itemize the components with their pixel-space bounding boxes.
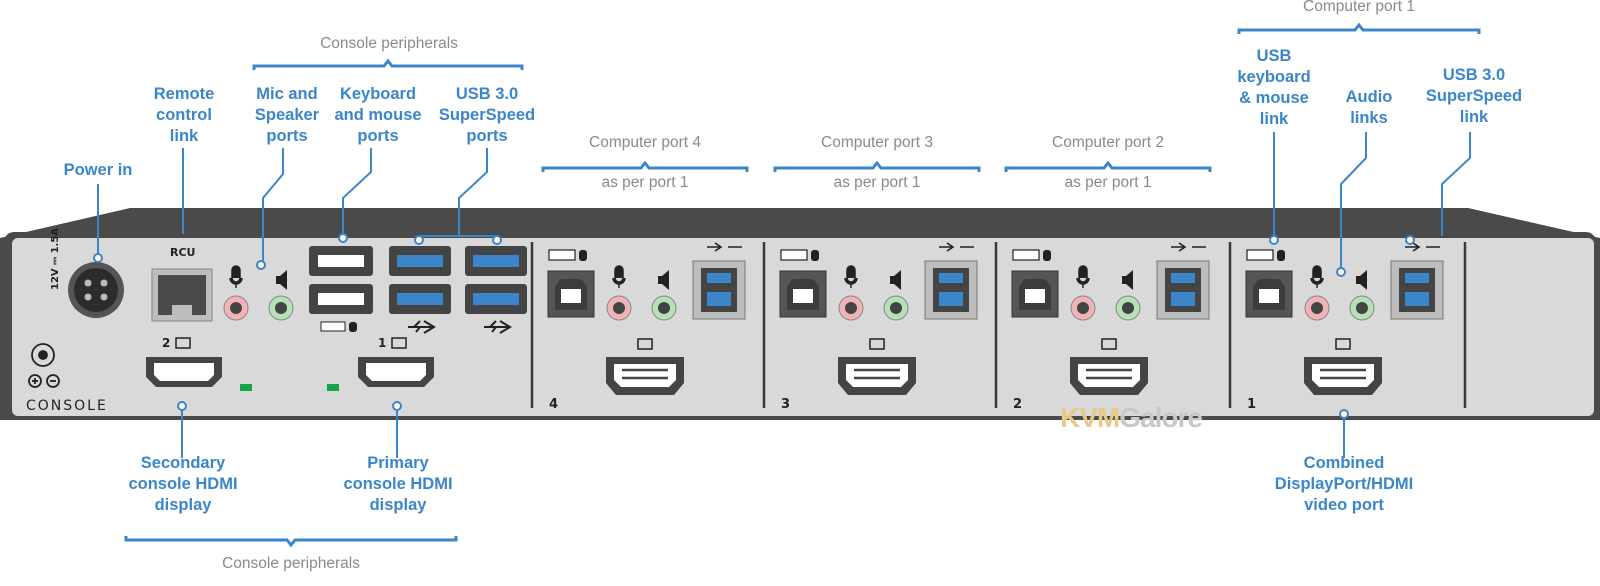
brackets: [124, 22, 1481, 548]
port-number-3: 3: [781, 397, 791, 412]
polarity-icon: [28, 343, 60, 388]
watermark: KVMGalore: [1060, 402, 1203, 434]
as-per-port1-label-2: as per port 1: [1064, 174, 1152, 191]
console-peripherals-bottom-label: Console peripherals: [222, 555, 360, 572]
computer-port-sections: [547, 242, 1444, 395]
power-in-callout: Power in: [63, 161, 133, 179]
computer-port-section: [547, 242, 746, 395]
port-number-4: 4: [549, 397, 559, 412]
audio-links-callout: Audio links: [1345, 88, 1393, 127]
watermark-part2: Galore: [1119, 402, 1203, 433]
console-usb3-ports: [389, 246, 527, 334]
display-2-number: 2: [162, 336, 171, 350]
combined-video-callout: Combined DisplayPort/HDMI video port: [1274, 454, 1414, 514]
usb-keyboard-mouse-link-callout: USB keyboard & mouse link: [1237, 47, 1311, 128]
rcu-label: RCU: [170, 246, 196, 259]
computer-port-2-label: Computer port 2: [1052, 134, 1164, 151]
console-audio-jacks: [223, 265, 294, 321]
remote-control-callout: Remote control link: [153, 85, 215, 145]
computer-port-4-label: Computer port 4: [589, 134, 701, 151]
led-1: [327, 384, 339, 391]
display-1-number: 1: [378, 336, 387, 350]
primary-display-callout: Primary console HDMI display: [343, 454, 453, 514]
led-2: [240, 384, 252, 391]
as-per-port1-label-3: as per port 1: [833, 174, 921, 191]
console-peripherals-top-label: Console peripherals: [320, 35, 458, 52]
computer-port-3-label: Computer port 3: [821, 134, 933, 151]
rcu-socket: [151, 268, 213, 322]
port-number-2: 2: [1013, 397, 1023, 412]
keyboard-mouse-callout: Keyboard and mouse ports: [334, 85, 422, 145]
leader-lines: [93, 132, 1471, 458]
console-usb2-ports: [309, 246, 373, 332]
secondary-display-callout: Secondary console HDMI display: [128, 454, 238, 514]
power-in-connector: [68, 262, 124, 318]
console-hdmi-ports: [146, 337, 434, 387]
section-dividers: [530, 242, 1467, 408]
computer-port-section: [779, 242, 978, 395]
console-label: CONSOLE: [26, 398, 108, 414]
usb3-link-callout: USB 3.0 SuperSpeed link: [1425, 66, 1523, 126]
computer-port-1-label: Computer port 1: [1303, 0, 1415, 15]
port-number-1: 1: [1247, 397, 1257, 412]
power-rating-label: 12V ⎓ 1.5A: [50, 227, 61, 290]
as-per-port1-label-4: as per port 1: [601, 174, 689, 191]
watermark-part1: KVM: [1060, 402, 1120, 433]
usb3-ports-callout: USB 3.0 SuperSpeed ports: [438, 85, 536, 145]
computer-port-section: [1245, 242, 1444, 395]
computer-port-section: [1011, 242, 1210, 395]
mic-speaker-callout: Mic and Speaker ports: [254, 85, 320, 145]
